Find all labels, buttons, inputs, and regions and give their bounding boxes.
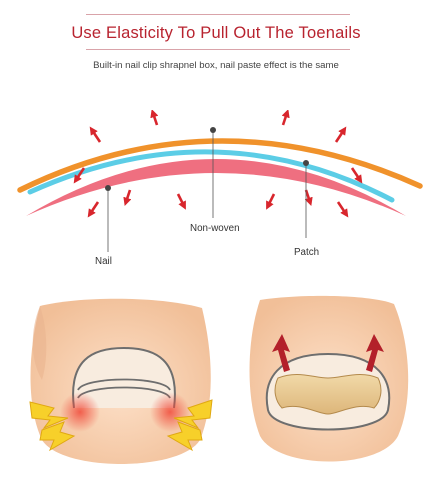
- header-rule-bottom: [86, 49, 350, 50]
- red-arrow-icon: [87, 201, 100, 218]
- red-arrow-icon: [336, 201, 349, 218]
- lightning-pain-icon: [29, 401, 69, 430]
- red-arrow-icon: [123, 189, 132, 206]
- patched-toe-illustration: [249, 295, 409, 462]
- page-title: Use Elasticity To Pull Out The Toenails: [71, 24, 361, 42]
- page-subtitle: Built-in nail clip shrapnel box, nail pa…: [93, 60, 339, 71]
- patch-label: Patch: [294, 247, 320, 258]
- pain-glow-right: [150, 392, 190, 432]
- nail-patch: [274, 373, 382, 415]
- patch-callout-dot: [210, 127, 216, 133]
- non-woven-callout-dot: [105, 185, 111, 191]
- red-arrow-icon: [334, 126, 347, 143]
- patch-layer: [17, 138, 423, 193]
- red-arrow-icon: [176, 193, 186, 210]
- pinched-toe-illustration: [29, 298, 213, 464]
- nail-clip-band-1: [77, 378, 171, 391]
- red-arrow-icon: [150, 110, 159, 126]
- non-woven-label: Non-woven: [190, 223, 240, 234]
- lightning-pain-icon: [173, 399, 213, 430]
- toe-shadow: [32, 306, 47, 380]
- red-arrow-icon: [89, 126, 102, 143]
- nail-label: Nail: [95, 256, 112, 267]
- red-arrow-icon: [350, 167, 363, 184]
- red-arrow-icon: [304, 189, 313, 206]
- nail-layer-diagram: [17, 110, 423, 252]
- red-arrow-icon: [266, 193, 276, 210]
- pain-glow-left: [60, 392, 100, 432]
- lightning-pain-icon: [166, 421, 203, 452]
- nail-layer: [26, 159, 406, 216]
- lightning-pain-icon: [39, 421, 76, 452]
- lift-arrow-icon: [272, 334, 290, 372]
- red-arrow-icon: [281, 110, 290, 126]
- header-rule-top: [86, 14, 350, 15]
- lift-arrow-icon: [366, 334, 384, 372]
- red-arrow-icon: [73, 167, 86, 184]
- nail-callout-dot: [303, 160, 309, 166]
- toenail-outline: [72, 346, 176, 409]
